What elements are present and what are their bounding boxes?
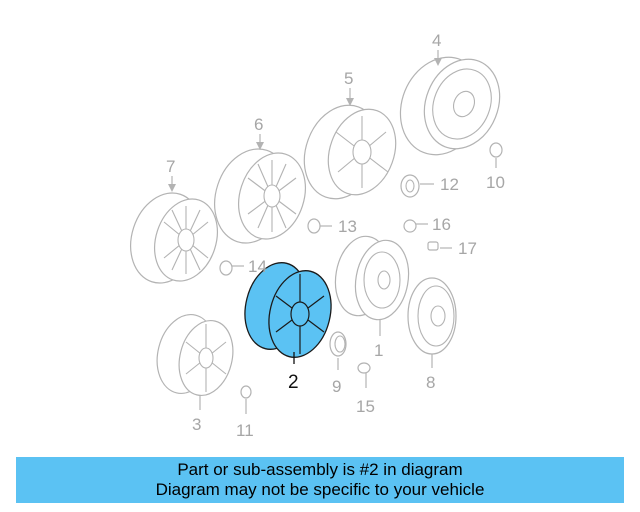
wheel-part-7[interactable] [119, 176, 227, 292]
label-10: 10 [486, 173, 505, 192]
wheel-part-3[interactable] [149, 308, 240, 410]
small-part-13[interactable] [307, 218, 332, 234]
parts-diagram: 4 5 6 7 2 [119, 31, 512, 440]
small-part-16[interactable] [403, 219, 428, 233]
wheel-part-6[interactable] [203, 134, 316, 253]
hubcap-part-8[interactable] [407, 277, 457, 368]
wheel-part-5[interactable] [292, 88, 407, 209]
center-cap-part-9[interactable] [329, 331, 347, 370]
label-16: 16 [432, 215, 451, 234]
small-part-10[interactable] [489, 142, 503, 168]
small-part-17[interactable] [427, 241, 452, 251]
label-15: 15 [356, 397, 375, 416]
wheel-part-2[interactable] [236, 256, 340, 364]
label-4: 4 [432, 31, 441, 50]
label-12: 12 [440, 175, 459, 194]
label-5: 5 [344, 69, 353, 88]
bolt-part-15[interactable] [357, 362, 371, 388]
label-17: 17 [458, 239, 477, 258]
label-7: 7 [166, 157, 175, 176]
label-13: 13 [338, 217, 357, 236]
label-6: 6 [254, 115, 263, 134]
label-11: 11 [236, 421, 254, 440]
small-part-14[interactable] [219, 260, 244, 276]
small-part-12[interactable] [400, 174, 434, 198]
banner-line-1: Part or sub-assembly is #2 in diagram [177, 460, 463, 479]
label-9: 9 [332, 377, 341, 396]
label-1: 1 [374, 341, 383, 360]
wheel-part-1[interactable] [329, 232, 414, 336]
label-2: 2 [288, 372, 299, 393]
banner-line-2: Diagram may not be specific to your vehi… [155, 480, 485, 499]
label-3: 3 [192, 415, 201, 434]
label-14: 14 [248, 257, 267, 276]
info-banner: Part or sub-assembly is #2 in diagram Di… [16, 457, 624, 503]
small-part-11[interactable] [240, 385, 252, 414]
label-8: 8 [426, 373, 435, 392]
wheel-part-4[interactable] [386, 45, 512, 168]
